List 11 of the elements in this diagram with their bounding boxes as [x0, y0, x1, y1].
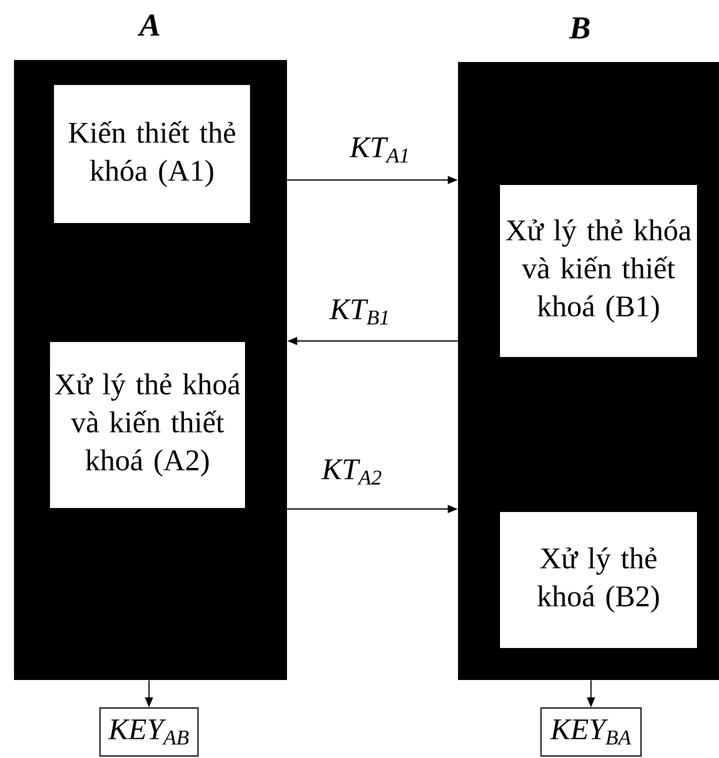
edge-label: KT$_{A2}$ — [321, 460, 382, 484]
process-box: Kiến thiết thẻ khóa (A1) — [54, 85, 250, 223]
node-label: B — [569, 17, 590, 39]
node-label: A — [138, 14, 160, 36]
process-box: Xử lý thẻ khóa và kiến thiết khoá (B1) — [500, 185, 697, 357]
key-box: KEY$_{AB}$ — [99, 707, 199, 757]
key-box: KEY$_{BA}$ — [540, 707, 642, 757]
edge-label: KT$_{B1}$ — [329, 300, 388, 324]
edge-label: KT$_{A1}$ — [349, 138, 408, 162]
process-box: Xử lý thẻ khoá (B2) — [500, 512, 697, 648]
process-box: Xử lý thẻ khoá và kiến thiết khoá (A2) — [50, 342, 245, 508]
